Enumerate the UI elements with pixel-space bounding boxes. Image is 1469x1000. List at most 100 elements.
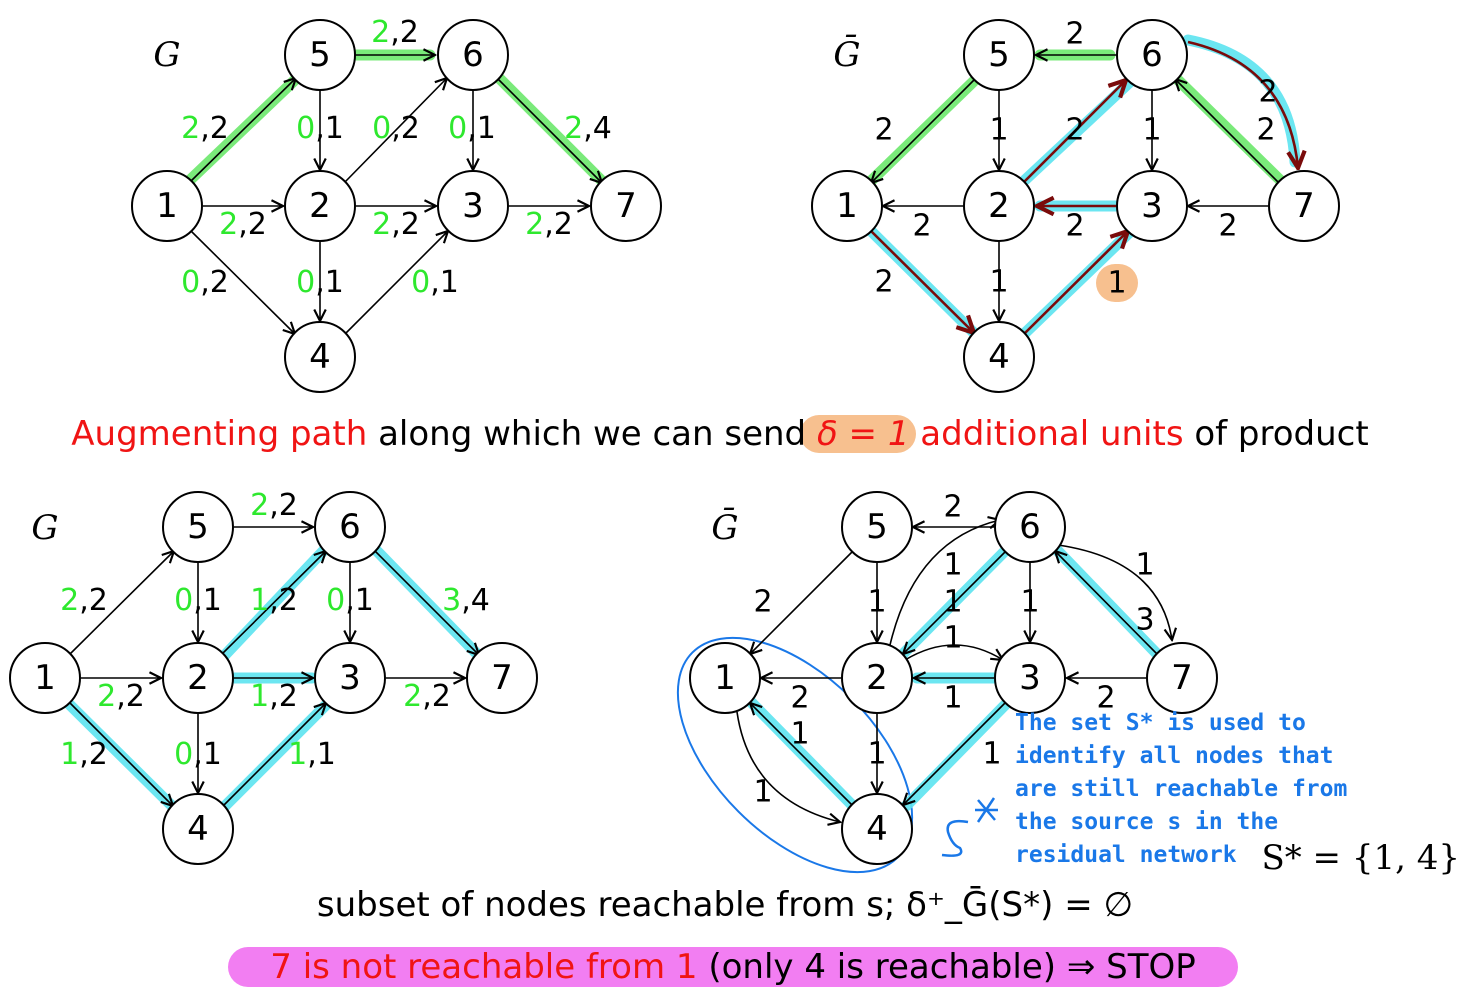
svg-text:1: 1 xyxy=(156,186,178,226)
augmenting-edge xyxy=(870,230,974,333)
edge-label: 0,1 xyxy=(296,111,344,146)
svg-text:5: 5 xyxy=(309,35,331,75)
edge-7-6 xyxy=(1175,79,1279,183)
edge-6-2 xyxy=(903,550,1007,654)
edge-label: 2 xyxy=(1256,113,1275,148)
node-4: 4 xyxy=(284,321,356,393)
edge-label: 1,1 xyxy=(288,737,336,772)
edge-label: 2,2 xyxy=(403,679,451,714)
node-5: 5 xyxy=(162,491,234,563)
edge-label: 2 xyxy=(874,113,893,148)
svg-text:6: 6 xyxy=(1141,35,1163,75)
svg-text:7: 7 xyxy=(615,186,637,226)
explanatory-note: The set S* is used to identify all nodes… xyxy=(1015,710,1347,868)
svg-text:7: 7 xyxy=(491,658,513,698)
edge-label: 2,2 xyxy=(97,679,145,714)
node-3: 3 xyxy=(437,170,509,242)
svg-text:7 is not reachable from 1 (onl: 7 is not reachable from 1 (only 4 is rea… xyxy=(270,947,1195,987)
edge-label: 3,4 xyxy=(442,583,490,618)
edge-label: 2 xyxy=(1258,75,1277,110)
edge-4-3 xyxy=(344,231,448,335)
edge-label: 0,1 xyxy=(326,583,374,618)
edge-label: 1,2 xyxy=(250,679,298,714)
set-s-star-label: S* = {1, 4} xyxy=(1261,838,1460,878)
edge-label: 1 xyxy=(943,548,962,583)
edge-label: 1,2 xyxy=(60,737,108,772)
svg-text:3: 3 xyxy=(1019,658,1041,698)
svg-text:identify all nodes that: identify all nodes that xyxy=(1015,743,1334,769)
edge-label: 2,2 xyxy=(250,488,298,523)
edge-label: 2 xyxy=(1065,17,1084,52)
svg-text:2: 2 xyxy=(187,658,209,698)
edge-label: 2,2 xyxy=(60,583,108,618)
edge-label: 1 xyxy=(867,737,886,772)
edge-label: 0,2 xyxy=(372,111,420,146)
svg-text:3: 3 xyxy=(339,658,361,698)
edge-label: 1 xyxy=(1020,585,1039,620)
node-2: 2 xyxy=(162,642,234,714)
svg-text:6: 6 xyxy=(339,507,361,547)
svg-text:3: 3 xyxy=(1141,186,1163,226)
graph-label: G xyxy=(31,508,58,548)
edge-label: 2 xyxy=(874,265,893,300)
edge-6-7 xyxy=(496,77,602,183)
svg-text:4: 4 xyxy=(866,809,888,849)
edge-2-3 xyxy=(904,644,1003,660)
edge-label: 2,2 xyxy=(181,111,229,146)
edge-4-1 xyxy=(750,703,853,806)
node-7: 7 xyxy=(1268,170,1340,242)
svg-text:2: 2 xyxy=(309,186,331,226)
node-2: 2 xyxy=(841,642,913,714)
edge-label: 0,1 xyxy=(448,111,496,146)
edge-label: 1 xyxy=(989,113,1008,148)
edge-label: 3 xyxy=(1135,603,1154,638)
svg-text:the source s in the: the source s in the xyxy=(1015,809,1278,835)
svg-text:5: 5 xyxy=(988,35,1010,75)
edge-5-1 xyxy=(871,78,976,183)
node-2: 2 xyxy=(284,170,356,242)
stop-highlight xyxy=(228,947,1238,987)
edge-label: 1 xyxy=(943,621,962,656)
edge-2-6 xyxy=(889,520,1000,646)
node-4: 4 xyxy=(841,793,913,865)
edge-label: 0,2 xyxy=(181,265,229,300)
svg-text:6: 6 xyxy=(1019,507,1041,547)
edge-label: 1 xyxy=(1135,548,1154,583)
node-6: 6 xyxy=(314,491,386,563)
edge-label: 0,1 xyxy=(174,737,222,772)
edge-2-6 xyxy=(344,78,447,183)
edge-label: 2 xyxy=(753,585,772,620)
node-6: 6 xyxy=(1116,19,1188,91)
edge-3-4 xyxy=(903,702,1006,805)
panel-top-left: G 2,2 2,2 0,1 0,2 0,1 2,4 2,2 2,2 2,2 0,… xyxy=(131,15,662,393)
node-4: 4 xyxy=(162,793,234,865)
edge-label: 1 xyxy=(982,737,1001,772)
svg-text:7: 7 xyxy=(1171,658,1193,698)
svg-text:4: 4 xyxy=(309,337,331,377)
edge-1-5 xyxy=(189,78,296,183)
svg-text:5: 5 xyxy=(187,507,209,547)
node-5: 5 xyxy=(841,491,913,563)
panel-bottom-left: G 2,2 2,2 0,1 1,2 0,1 3,4 2,2 1,2 2,2 1,… xyxy=(9,488,538,865)
edge-6-7 xyxy=(1057,544,1172,640)
augmenting-edge xyxy=(1023,80,1126,183)
svg-text:1: 1 xyxy=(34,658,56,698)
node-5: 5 xyxy=(284,19,356,91)
graph-label: Ḡ xyxy=(711,507,738,548)
edge-label: 2,4 xyxy=(564,111,612,146)
svg-text:Augmenting path along which we: Augmenting path along which we can send … xyxy=(71,414,1368,454)
edge-label: 2 xyxy=(1096,681,1115,716)
edge-label: 2,2 xyxy=(371,15,419,50)
svg-text:The set S* is used to: The set S* is used to xyxy=(1015,710,1306,736)
augmenting-edge xyxy=(1187,40,1298,168)
edge-label: 2,2 xyxy=(219,207,267,242)
highlight-path xyxy=(492,71,609,188)
svg-text:4: 4 xyxy=(988,337,1010,377)
svg-text:7: 7 xyxy=(1293,186,1315,226)
panel-top-right: Ḡ 2 2 1 2 1 2 2 2 2 2 2 1 xyxy=(811,17,1340,393)
edge-1-4 xyxy=(190,230,295,334)
node-3: 3 xyxy=(314,642,386,714)
svg-text:4: 4 xyxy=(187,809,209,849)
svg-text:1: 1 xyxy=(1107,266,1126,301)
